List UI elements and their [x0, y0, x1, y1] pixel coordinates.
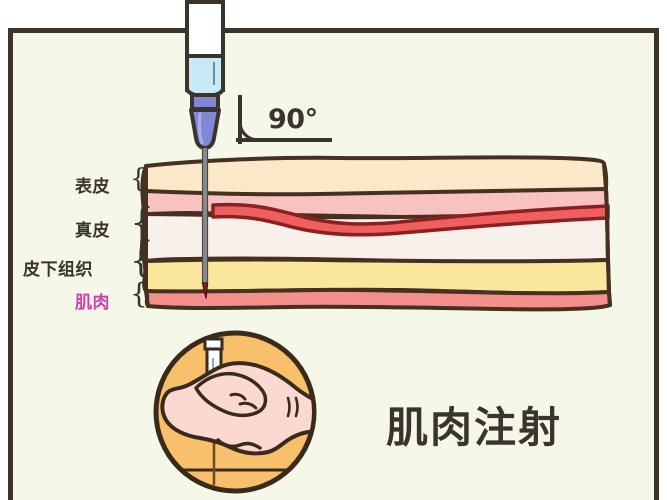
brace-muscle: { [130, 277, 148, 310]
layer-label-dermis: 真皮 [75, 221, 110, 241]
diagram-title: 肌肉注射 [386, 403, 563, 452]
brace-dermis: { [130, 200, 155, 244]
angle-label: 90° [268, 104, 318, 135]
layer-label-subcutaneous: 皮下组织 [23, 260, 93, 280]
brace-epidermis: { [130, 164, 147, 194]
layer-label-epidermis: 表皮 [75, 177, 110, 197]
layer-label-muscle: 肌肉 [75, 293, 110, 313]
brace-subcutaneous: { [130, 241, 152, 281]
